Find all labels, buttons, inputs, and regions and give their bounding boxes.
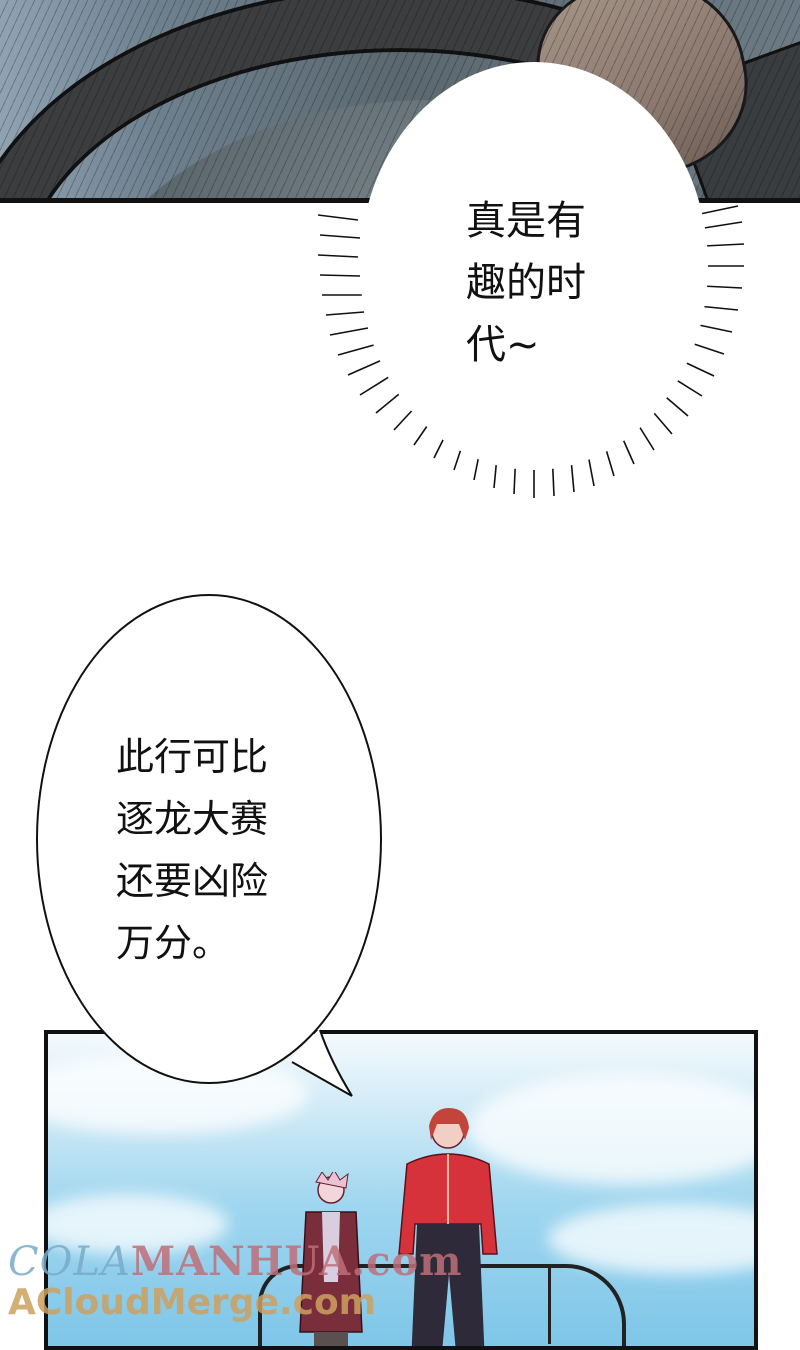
bubble-2-line: 还要凶险 [116, 859, 269, 903]
cloud [48, 1194, 228, 1254]
bubble-1-line: 代~ [466, 322, 540, 368]
bubble-1-line: 趣的时 [466, 260, 586, 306]
cloud [468, 1074, 754, 1184]
watermark-part: MANHUA.com [130, 1238, 463, 1285]
speech-bubble-1-text: 真是有 趣的时 代~ [466, 190, 626, 376]
bubble-2-line: 此行可比 [116, 735, 269, 779]
bubble-2-line: 万分。 [116, 921, 231, 965]
speech-bubble-2-tail [290, 1028, 353, 1097]
speech-bubble-2-text: 此行可比 逐龙大赛 还要凶险 万分。 [116, 726, 306, 974]
watermark-colamanhua: COLAMANHUA.com [8, 1238, 463, 1285]
rail-post [548, 1264, 551, 1344]
character-red-jacket [398, 1108, 498, 1346]
speech-bubble-1 [360, 62, 708, 470]
bubble-1-line: 真是有 [466, 198, 586, 244]
watermark-acloudmerge: ACloudMerge.com [8, 1282, 377, 1323]
cloud [548, 1204, 754, 1274]
panel-boat-deck [44, 1030, 758, 1350]
burst-lines [318, 205, 745, 498]
bubble-2-line: 逐龙大赛 [116, 797, 269, 841]
speech-bubble-2 [36, 594, 382, 1084]
watermark-part: COLA [8, 1239, 131, 1285]
